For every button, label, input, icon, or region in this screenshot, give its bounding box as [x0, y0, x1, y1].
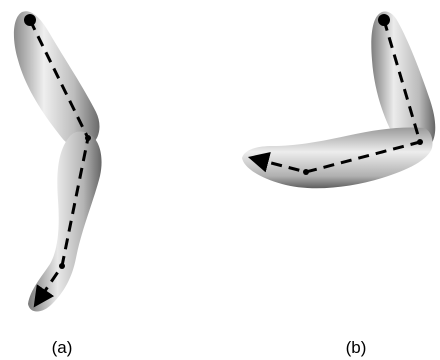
panel-b-mid-point: [303, 169, 309, 175]
panel-a-lower-segment: [28, 132, 102, 312]
panel-a-joint-point: [85, 135, 91, 141]
panel-a-upper-segment: [14, 11, 100, 147]
panel-a-start-point: [24, 14, 36, 26]
panel-b-joint-point: [417, 139, 423, 145]
panel-b-caption: (b): [346, 338, 367, 357]
panel-b: [242, 11, 435, 188]
panel-b-start-point: [378, 14, 390, 26]
panel-a-mid-point: [59, 263, 65, 269]
panel-a-caption: (a): [52, 338, 73, 357]
panel-b-lower-segment: [242, 127, 433, 188]
panel-a: [14, 11, 102, 311]
